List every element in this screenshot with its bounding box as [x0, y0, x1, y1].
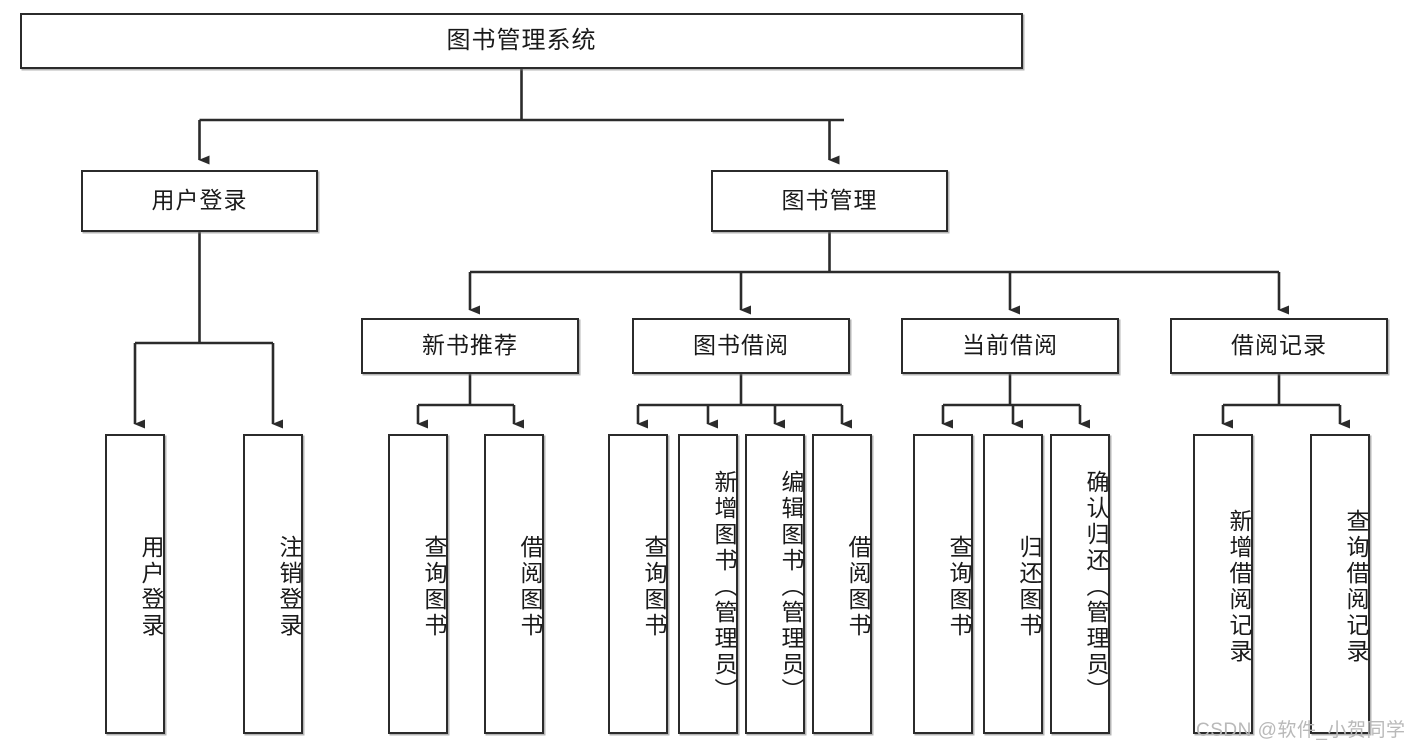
node-book-manage[interactable]: 图书管理	[711, 170, 948, 232]
node-borrow-record[interactable]: 借阅记录	[1170, 318, 1388, 374]
leaf-borrow-book-rec[interactable]: 借阅图书	[484, 434, 544, 734]
leaf-user-logout[interactable]: 注销登录	[243, 434, 303, 734]
node-new-book-rec[interactable]: 新书推荐	[361, 318, 579, 374]
node-root[interactable]: 图书管理系统	[20, 13, 1023, 69]
node-book-borrow[interactable]: 图书借阅	[632, 318, 850, 374]
leaf-query-book-current[interactable]: 查询图书	[913, 434, 973, 734]
leaf-borrow-book[interactable]: 借阅图书	[812, 434, 872, 734]
csdn-watermark: CSDN @软件_小贺同学	[1196, 720, 1405, 741]
node-user-login[interactable]: 用户登录	[81, 170, 318, 232]
leaf-add-borrow-record[interactable]: 新增借阅记录	[1193, 434, 1253, 734]
leaf-query-book-borrow[interactable]: 查询图书	[608, 434, 668, 734]
leaf-query-book-rec[interactable]: 查询图书	[388, 434, 448, 734]
leaf-confirm-return[interactable]: 确认归还（管理员）	[1050, 434, 1110, 734]
node-current-borrow[interactable]: 当前借阅	[901, 318, 1119, 374]
leaf-user-login[interactable]: 用户登录	[105, 434, 165, 734]
leaf-query-borrow-record[interactable]: 查询借阅记录	[1310, 434, 1370, 734]
leaf-add-book[interactable]: 新增图书（管理员）	[678, 434, 738, 734]
leaf-return-book[interactable]: 归还图书	[983, 434, 1043, 734]
leaf-edit-book[interactable]: 编辑图书（管理员）	[745, 434, 805, 734]
